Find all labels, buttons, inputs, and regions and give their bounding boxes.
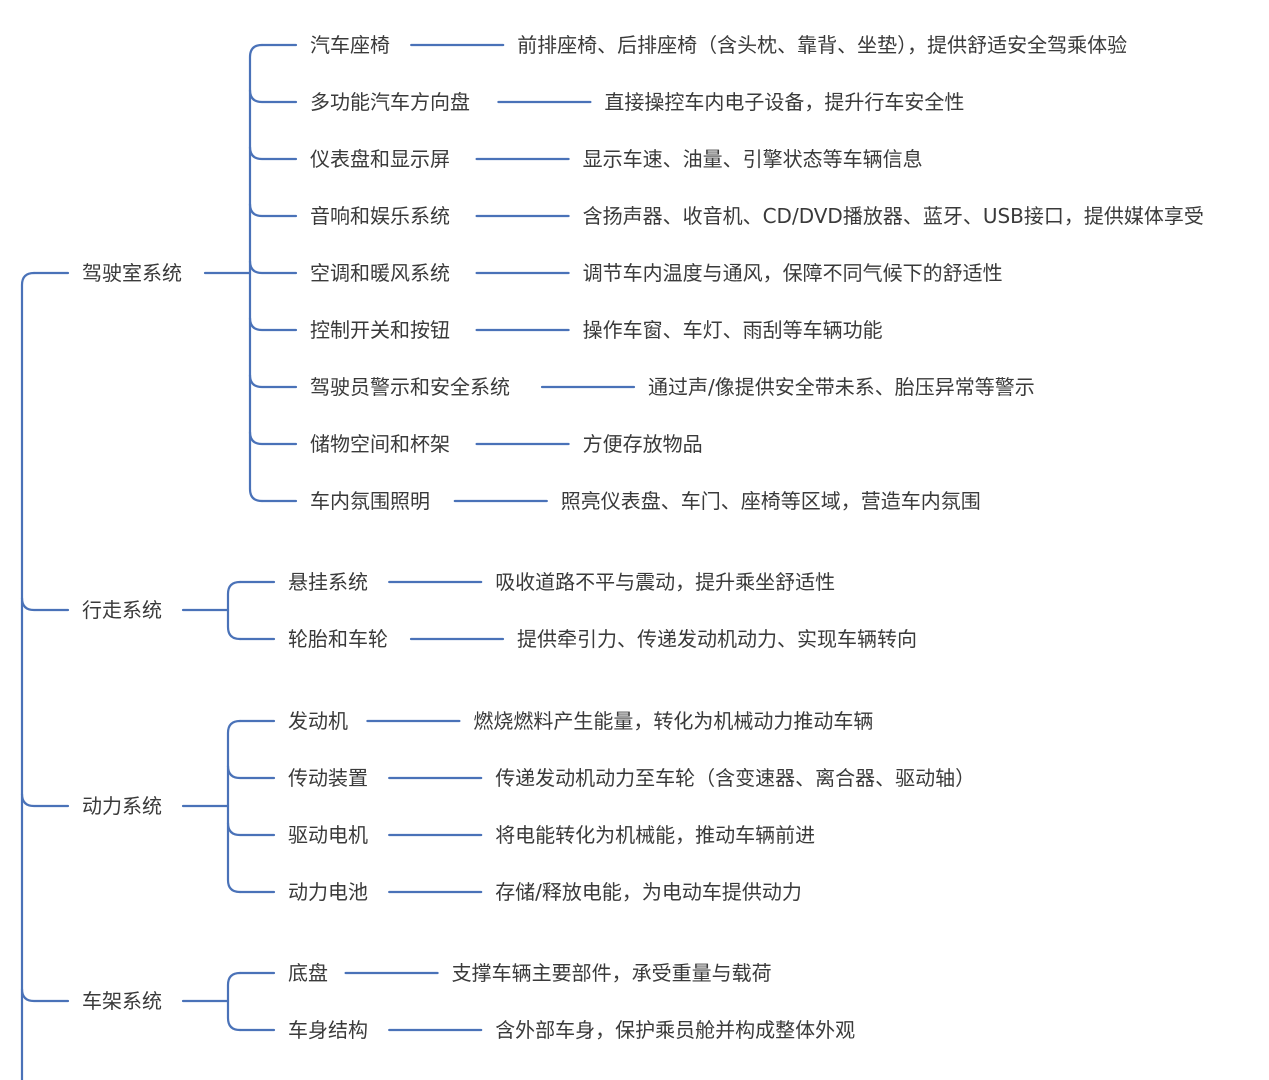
component-description: 前排座椅、后排座椅（含头枕、靠背、坐垫），提供舒适安全驾乘体验 xyxy=(517,33,1127,57)
component-label: 空调和暖风系统 xyxy=(310,261,450,285)
component-description: 直接操控车内电子设备，提升行车安全性 xyxy=(604,90,964,114)
component-label: 仪表盘和显示屏 xyxy=(310,147,450,171)
component-description: 含外部车身，保护乘员舱并构成整体外观 xyxy=(495,1018,855,1042)
component-label: 悬挂系统 xyxy=(288,570,368,594)
bracket-line xyxy=(226,719,242,894)
bracket-line xyxy=(226,971,242,1032)
group-label: 行走系统 xyxy=(82,598,162,622)
bracket-stub xyxy=(248,88,298,104)
bracket-stub xyxy=(226,764,276,780)
component-description: 显示车速、油量、引擎状态等车辆信息 xyxy=(583,147,923,171)
group-label: 驾驶室系统 xyxy=(82,261,182,285)
component-label: 控制开关和按钮 xyxy=(310,318,450,342)
component-description: 照亮仪表盘、车门、座椅等区域，营造车内氛围 xyxy=(561,489,981,513)
component-label: 驱动电机 xyxy=(288,823,368,847)
component-label: 储物空间和杯架 xyxy=(310,432,450,456)
component-description: 调节车内温度与通风，保障不同气候下的舒适性 xyxy=(583,261,1003,285)
group-label: 车架系统 xyxy=(82,989,162,1013)
component-label: 轮胎和车轮 xyxy=(288,627,388,651)
component-label: 多功能汽车方向盘 xyxy=(310,90,470,114)
component-label: 动力电池 xyxy=(288,880,368,904)
bracket-stub xyxy=(248,373,298,389)
component-description: 方便存放物品 xyxy=(583,432,703,456)
bracket-stub xyxy=(248,145,298,161)
group-label: 动力系统 xyxy=(82,794,162,818)
component-description: 支撑车辆主要部件，承受重量与载荷 xyxy=(452,961,772,985)
component-label: 车身结构 xyxy=(288,1018,368,1042)
component-description: 将电能转化为机械能，推动车辆前进 xyxy=(495,823,815,847)
bracket-stub xyxy=(248,259,298,275)
root-branch xyxy=(20,792,70,808)
component-description: 存储/释放电能，为电动车提供动力 xyxy=(495,880,802,904)
component-label: 车内氛围照明 xyxy=(310,489,430,513)
component-label: 汽车座椅 xyxy=(310,33,390,57)
component-label: 底盘 xyxy=(288,961,328,985)
component-label: 音响和娱乐系统 xyxy=(310,204,450,228)
component-description: 操作车窗、车灯、雨刮等车辆功能 xyxy=(583,318,883,342)
root-branch xyxy=(20,987,70,1003)
component-description: 吸收道路不平与震动，提升乘坐舒适性 xyxy=(495,570,835,594)
bracket-line xyxy=(248,43,264,503)
component-label: 发动机 xyxy=(288,709,348,733)
bracket-stub xyxy=(226,821,276,837)
component-description: 通过声/像提供安全带未系、胎压异常等警示 xyxy=(648,375,1035,399)
component-description: 传递发动机动力至车轮（含变速器、离合器、驱动轴） xyxy=(495,766,975,790)
component-description: 提供牵引力、传递发动机动力、实现车辆转向 xyxy=(517,627,917,651)
root-spine xyxy=(20,271,36,1080)
component-label: 传动装置 xyxy=(288,766,368,790)
component-description: 含扬声器、收音机、CD/DVD播放器、蓝牙、USB接口，提供媒体享受 xyxy=(583,204,1204,228)
bracket-stub xyxy=(248,430,298,446)
bracket-stub xyxy=(248,316,298,332)
bracket-line xyxy=(226,580,242,641)
component-label: 驾驶员警示和安全系统 xyxy=(310,375,510,399)
bracket-stub xyxy=(248,202,298,218)
component-description: 燃烧燃料产生能量，转化为机械动力推动车辆 xyxy=(473,709,873,733)
root-branch xyxy=(20,596,70,612)
